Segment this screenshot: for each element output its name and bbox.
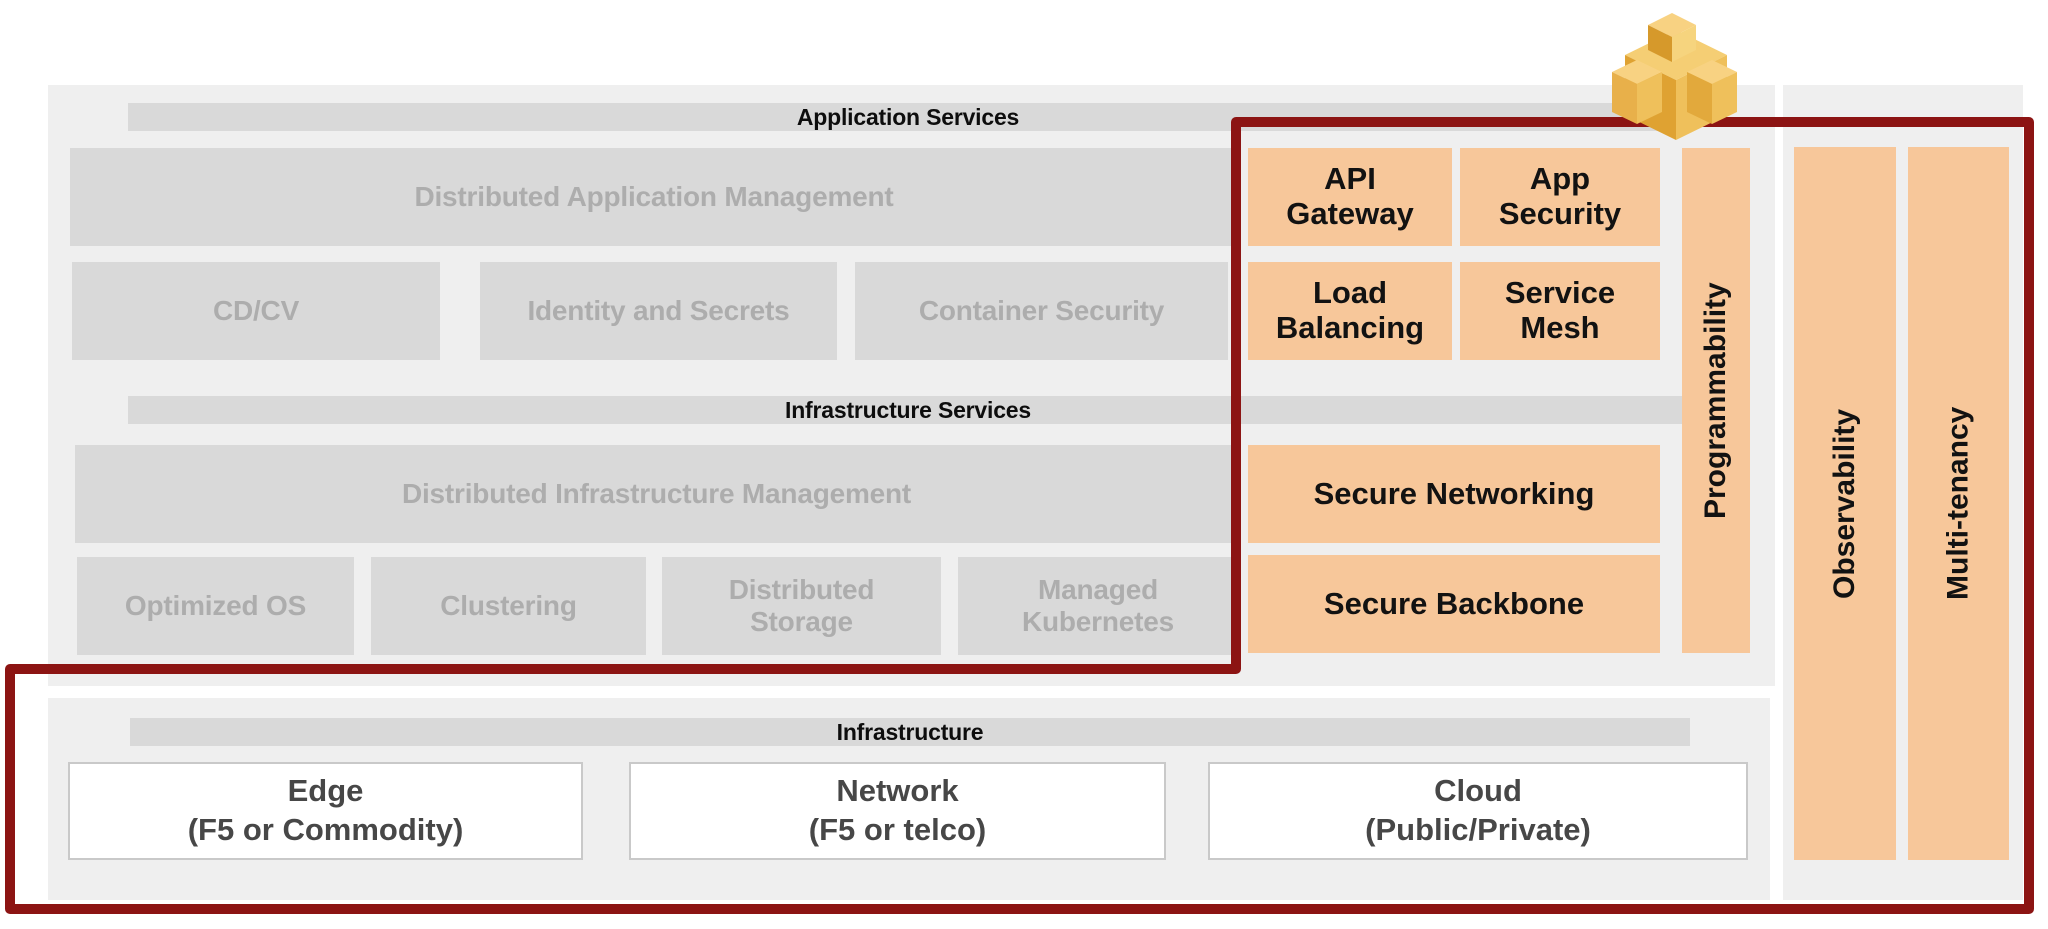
managed-kubernetes-box: Managed Kubernetes xyxy=(958,557,1238,655)
container-security-box: Container Security xyxy=(855,262,1228,360)
cd-cv-box: CD/CV xyxy=(72,262,440,360)
identity-and-secrets-label: Identity and Secrets xyxy=(527,294,790,326)
service-mesh-label-line2: Mesh xyxy=(1520,310,1600,345)
secure-backbone-box: Secure Backbone xyxy=(1248,555,1660,653)
app-security-label-line2: Security xyxy=(1498,196,1622,231)
edge-label-line1: Edge xyxy=(287,773,364,809)
distributed-storage-box: Distributed Storage xyxy=(662,557,941,655)
infrastructure-band: Infrastructure xyxy=(130,718,1690,746)
load-balancing-label-line1: Load xyxy=(1312,275,1388,311)
programmability-bar: Programmability xyxy=(1682,148,1750,653)
infrastructure-services-band: Infrastructure Services xyxy=(128,396,1688,424)
distributed-infrastructure-management-label: Distributed Infrastructure Management xyxy=(401,477,912,509)
service-mesh-box: Service Mesh xyxy=(1460,262,1660,360)
cloud-label-line2: (Public/Private) xyxy=(1365,812,1591,847)
observability-label: Observability xyxy=(1828,408,1861,599)
distributed-infrastructure-management-box: Distributed Infrastructure Management xyxy=(75,445,1238,543)
load-balancing-box: Load Balancing xyxy=(1248,262,1452,360)
load-balancing-label-line2: Balancing xyxy=(1275,310,1425,345)
network-label-line2: (F5 or telco) xyxy=(808,812,987,847)
api-gateway-box: API Gateway xyxy=(1248,148,1452,246)
edge-box: Edge (F5 or Commodity) xyxy=(68,762,583,860)
application-services-band-label: Application Services xyxy=(796,103,1020,130)
infrastructure-band-label: Infrastructure xyxy=(836,718,984,745)
observability-bar: Observability xyxy=(1794,147,1896,860)
secure-networking-box: Secure Networking xyxy=(1248,445,1660,543)
optimized-os-box: Optimized OS xyxy=(77,557,354,655)
managed-kubernetes-label-line2: Kubernetes xyxy=(1021,606,1175,637)
distributed-storage-label-line1: Distributed xyxy=(728,573,875,605)
app-security-label-line1: App xyxy=(1529,161,1591,197)
secure-networking-label: Secure Networking xyxy=(1313,475,1595,511)
optimized-os-label: Optimized OS xyxy=(124,589,307,621)
managed-kubernetes-label-line1: Managed xyxy=(1038,573,1158,605)
network-box: Network (F5 or telco) xyxy=(629,762,1166,860)
cloud-box: Cloud (Public/Private) xyxy=(1208,762,1748,860)
cloud-label-line1: Cloud xyxy=(1434,773,1522,809)
network-label-line1: Network xyxy=(836,773,959,809)
cd-cv-label: CD/CV xyxy=(212,294,300,326)
identity-and-secrets-box: Identity and Secrets xyxy=(480,262,837,360)
clustering-box: Clustering xyxy=(371,557,646,655)
service-mesh-label-line1: Service xyxy=(1504,275,1616,311)
api-gateway-label-line1: API xyxy=(1324,161,1376,197)
clustering-label: Clustering xyxy=(440,589,577,621)
distributed-storage-label-line2: Storage xyxy=(750,606,853,637)
container-security-label: Container Security xyxy=(918,294,1165,326)
application-services-band: Application Services xyxy=(128,103,1688,131)
secure-backbone-label: Secure Backbone xyxy=(1323,585,1585,621)
distributed-application-management-label: Distributed Application Management xyxy=(414,180,894,212)
multi-tenancy-label: Multi-tenancy xyxy=(1941,406,1975,601)
programmability-label: Programmability xyxy=(1699,282,1732,519)
infrastructure-services-band-label: Infrastructure Services xyxy=(785,396,1031,423)
distributed-application-management-box: Distributed Application Management xyxy=(70,148,1238,246)
app-security-box: App Security xyxy=(1460,148,1660,246)
multi-tenancy-bar: Multi-tenancy xyxy=(1908,147,2009,860)
api-gateway-label-line2: Gateway xyxy=(1286,196,1414,231)
edge-label-line2: (F5 or Commodity) xyxy=(187,812,464,847)
